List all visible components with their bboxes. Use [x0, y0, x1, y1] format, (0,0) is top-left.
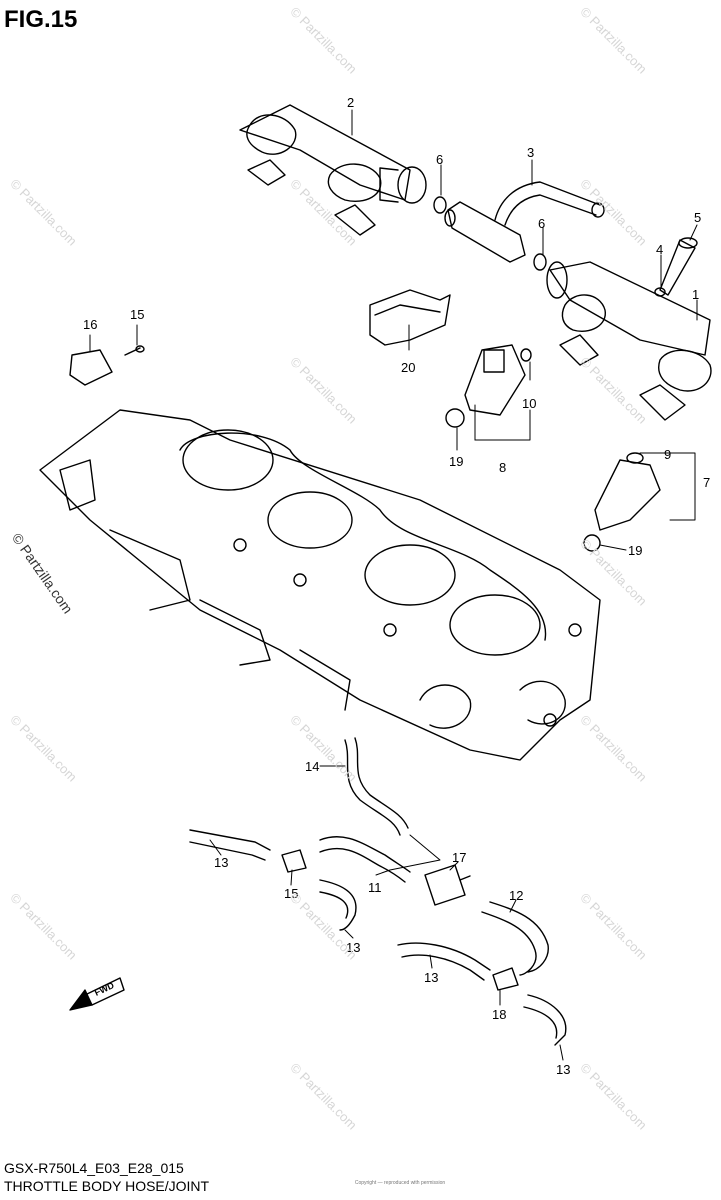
injector-7: [583, 452, 661, 552]
callout-1[interactable]: 1: [692, 287, 700, 302]
leader-lines: [89, 109, 698, 1061]
callout-7[interactable]: 7: [703, 475, 711, 490]
callout-20[interactable]: 20: [401, 360, 416, 375]
callout-2[interactable]: 2: [347, 95, 355, 110]
copyright-note: Copyright — reproduced with permission: [354, 1180, 446, 1186]
callout-8[interactable]: 9: [664, 447, 672, 462]
callout-4[interactable]: 4: [656, 242, 664, 257]
fuel-rail-upper: [239, 104, 427, 236]
callout-12[interactable]: 11: [368, 880, 382, 895]
callout-10[interactable]: 10: [522, 396, 537, 411]
fuel-rail-lower: [546, 261, 712, 421]
callout-6b[interactable]: 6: [538, 216, 546, 231]
callout-16[interactable]: 15: [130, 307, 145, 322]
callout-9[interactable]: 8: [499, 460, 507, 475]
figure-name: THROTTLE BODY HOSE/JOINT: [4, 1178, 210, 1194]
callout-13c[interactable]: 13: [424, 970, 439, 985]
callout-14[interactable]: 14: [305, 759, 320, 774]
fwd-arrow: [69, 977, 125, 1011]
figure-title: FIG.15: [4, 6, 78, 33]
throttle-body: [39, 409, 601, 761]
callout-19b[interactable]: 19: [628, 543, 643, 558]
callout-6a[interactable]: 6: [436, 152, 444, 167]
callout-3[interactable]: 3: [527, 145, 535, 160]
callout-17[interactable]: 17: [452, 850, 467, 865]
callout-18[interactable]: 16: [83, 317, 98, 332]
hose-3: [494, 181, 601, 226]
injector-9: [445, 344, 532, 428]
figure-code: GSX-R750L4_E03_E28_015: [4, 1160, 184, 1176]
callout-13b[interactable]: 13: [346, 940, 361, 955]
callout-15a[interactable]: 15: [284, 886, 299, 901]
callout-11[interactable]: 12: [509, 888, 524, 903]
callout-13a[interactable]: 13: [214, 855, 229, 870]
callout-19a[interactable]: 19: [449, 454, 464, 469]
callout-13d[interactable]: 13: [556, 1062, 571, 1077]
callout-15b[interactable]: 18: [492, 1007, 507, 1022]
callout-5[interactable]: 5: [694, 210, 702, 225]
